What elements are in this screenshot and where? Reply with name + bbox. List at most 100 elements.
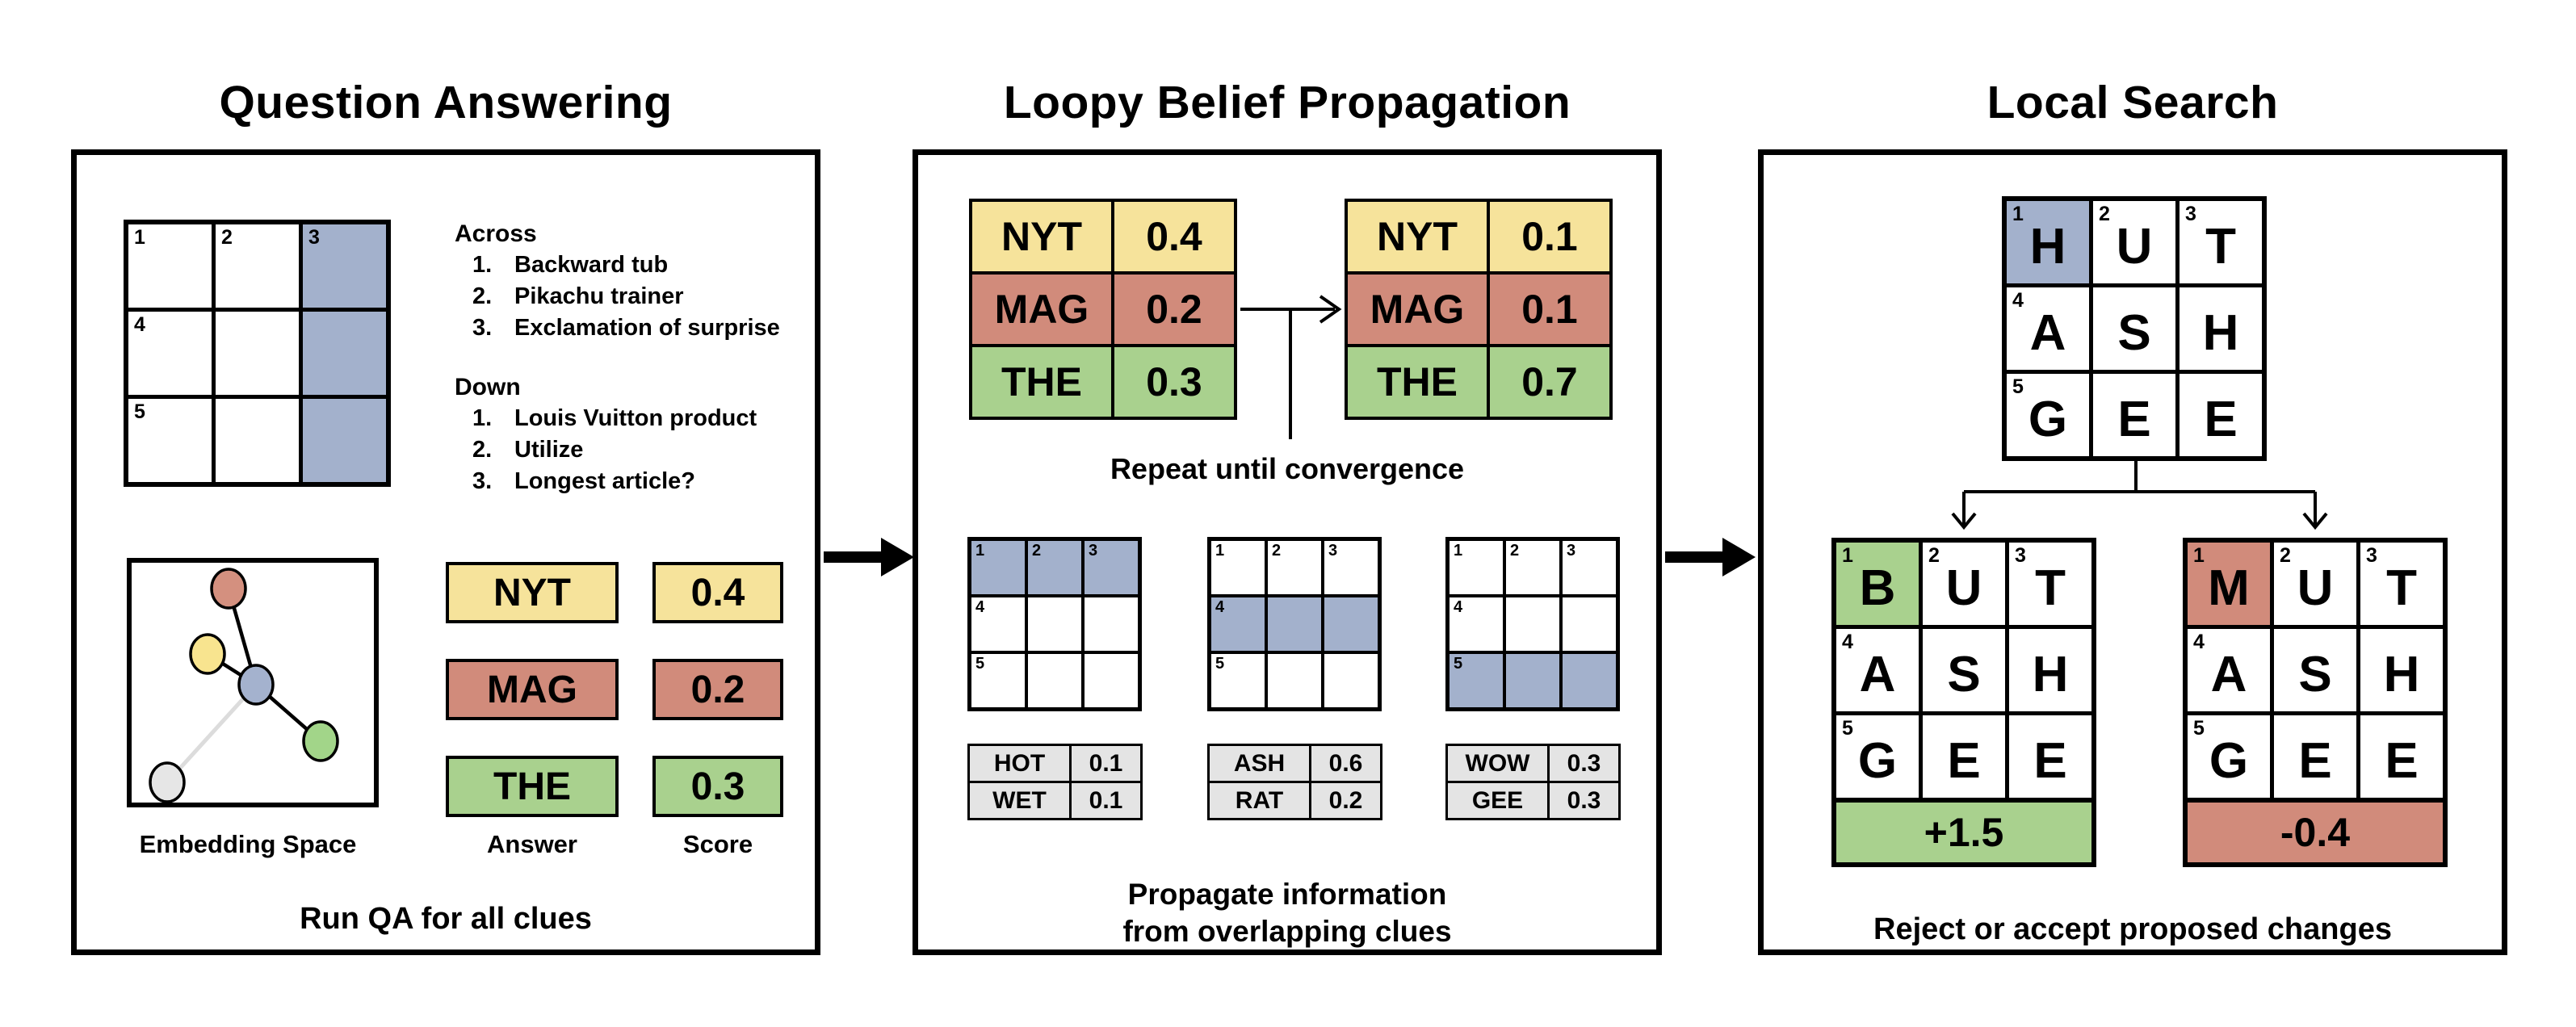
grid-cell: 3 (303, 224, 386, 308)
grid-cell (1324, 597, 1378, 651)
grid-cell (216, 399, 299, 482)
candidate-score: 0.1 (1072, 783, 1140, 818)
cell-number: 2 (1272, 542, 1282, 560)
cell-letter: E (1947, 732, 1981, 789)
panel1-title: Question Answering (219, 77, 673, 128)
cell-number: 3 (1089, 542, 1098, 560)
score-box: 0.4 (652, 562, 783, 623)
cell-number: 5 (1454, 655, 1463, 673)
grid-cell: 5 (1211, 654, 1265, 707)
grid-cell: 1 (971, 541, 1025, 594)
grid-cell: 1 (128, 224, 212, 308)
cell-letter: A (2029, 304, 2066, 361)
cell-number: 4 (1215, 598, 1225, 616)
grid-cell: 5 (1450, 654, 1503, 707)
score-column-label: Score (682, 830, 753, 858)
cell-number: 2 (1928, 544, 1940, 567)
cell-number: 1 (2012, 203, 2024, 225)
grid-cell: 5 (971, 654, 1025, 707)
panel2-caption-line1: Propagate information (1127, 878, 1447, 911)
clue-down-1: 1.Louis Vuitton product (455, 403, 780, 434)
cell-letter: S (2298, 646, 2332, 702)
grid-cell: E (2274, 715, 2356, 798)
embedding-space-plot (127, 558, 379, 807)
grid-cell: 2 (1028, 541, 1081, 594)
table-cell: 0.3 (1114, 347, 1234, 417)
grid-cell: S (2274, 629, 2356, 711)
cell-letter: T (2035, 560, 2066, 616)
cell-number: 2 (2099, 203, 2110, 225)
cell-number: 4 (2012, 289, 2024, 312)
grid-cell: H (2180, 287, 2262, 370)
clue-text: Exclamation of surprise (514, 315, 780, 341)
grid-cell: S (1923, 629, 2005, 711)
grid-cell (1028, 597, 1081, 651)
cell-number: 3 (1567, 542, 1576, 560)
cell-number: 3 (1328, 542, 1338, 560)
table-cell: MAG (1348, 275, 1487, 344)
grid-cell: E (2093, 374, 2175, 456)
flow-arrow-right-icon (1665, 538, 1756, 576)
candidate-score: 0.1 (1072, 746, 1140, 781)
belief-table-after: NYT 0.1 MAG 0.1 THE 0.7 (1345, 199, 1613, 420)
cell-number: 3 (2366, 544, 2377, 567)
proposal-score-positive: +1.5 (1831, 798, 2096, 867)
candidate-table: HOT 0.1 WET 0.1 (967, 744, 1143, 820)
cell-number: 1 (134, 226, 145, 249)
cell-number: 4 (134, 313, 145, 336)
embedding-node-gray (149, 761, 186, 803)
cell-number: 5 (134, 400, 145, 423)
grid-cell: 2 (1506, 541, 1559, 594)
cell-letter: E (2298, 732, 2332, 789)
candidate-answer: GEE (1448, 783, 1547, 818)
candidate-answer: HOT (970, 746, 1069, 781)
table-cell: THE (1348, 347, 1487, 417)
grid-cell: 5 (128, 399, 212, 482)
grid-cell: E (2009, 715, 2091, 798)
candidate-answer: WET (970, 783, 1069, 818)
candidate-answer: ASH (1210, 746, 1309, 781)
panel-loopy-belief-propagation: NYT 0.4 MAG 0.2 THE 0.3 NYT 0.1 MAG 0.1 … (913, 149, 1662, 955)
answer-box: THE (446, 756, 619, 817)
table-cell: 0.1 (1490, 275, 1609, 344)
grid-cell (1324, 654, 1378, 707)
cell-number: 3 (2185, 203, 2196, 225)
down-heading: Down (455, 374, 521, 400)
embedding-graph (149, 568, 339, 803)
update-arrow-head (1319, 295, 1342, 324)
clue-down-3: 3.Longest article? (455, 466, 780, 497)
clue-number: 2. (472, 283, 493, 309)
grid-cell: E (2360, 715, 2443, 798)
grid-cell (1506, 597, 1559, 651)
clue-number: 3. (472, 315, 493, 341)
grid-cell: 4 (971, 597, 1025, 651)
flow-arrow-right-icon (824, 538, 914, 576)
panel3-caption: Reject or accept proposed changes (1873, 912, 2392, 946)
grid-cell: H (2009, 629, 2091, 711)
clue-text: Pikachu trainer (514, 283, 684, 309)
clue-text: Longest article? (514, 468, 695, 494)
cell-letter: E (2033, 732, 2067, 789)
cell-letter: B (1859, 560, 1896, 616)
cell-number: 3 (2015, 544, 2026, 567)
cell-letter: U (2297, 560, 2334, 616)
grid-cell (1268, 654, 1321, 707)
grid-cell (1028, 654, 1081, 707)
cell-letter: E (2385, 732, 2419, 789)
cell-letter: S (1947, 646, 1981, 702)
table-cell: NYT (1348, 202, 1487, 271)
cell-number: 3 (308, 226, 320, 249)
grid-cell: 4 (128, 312, 212, 395)
